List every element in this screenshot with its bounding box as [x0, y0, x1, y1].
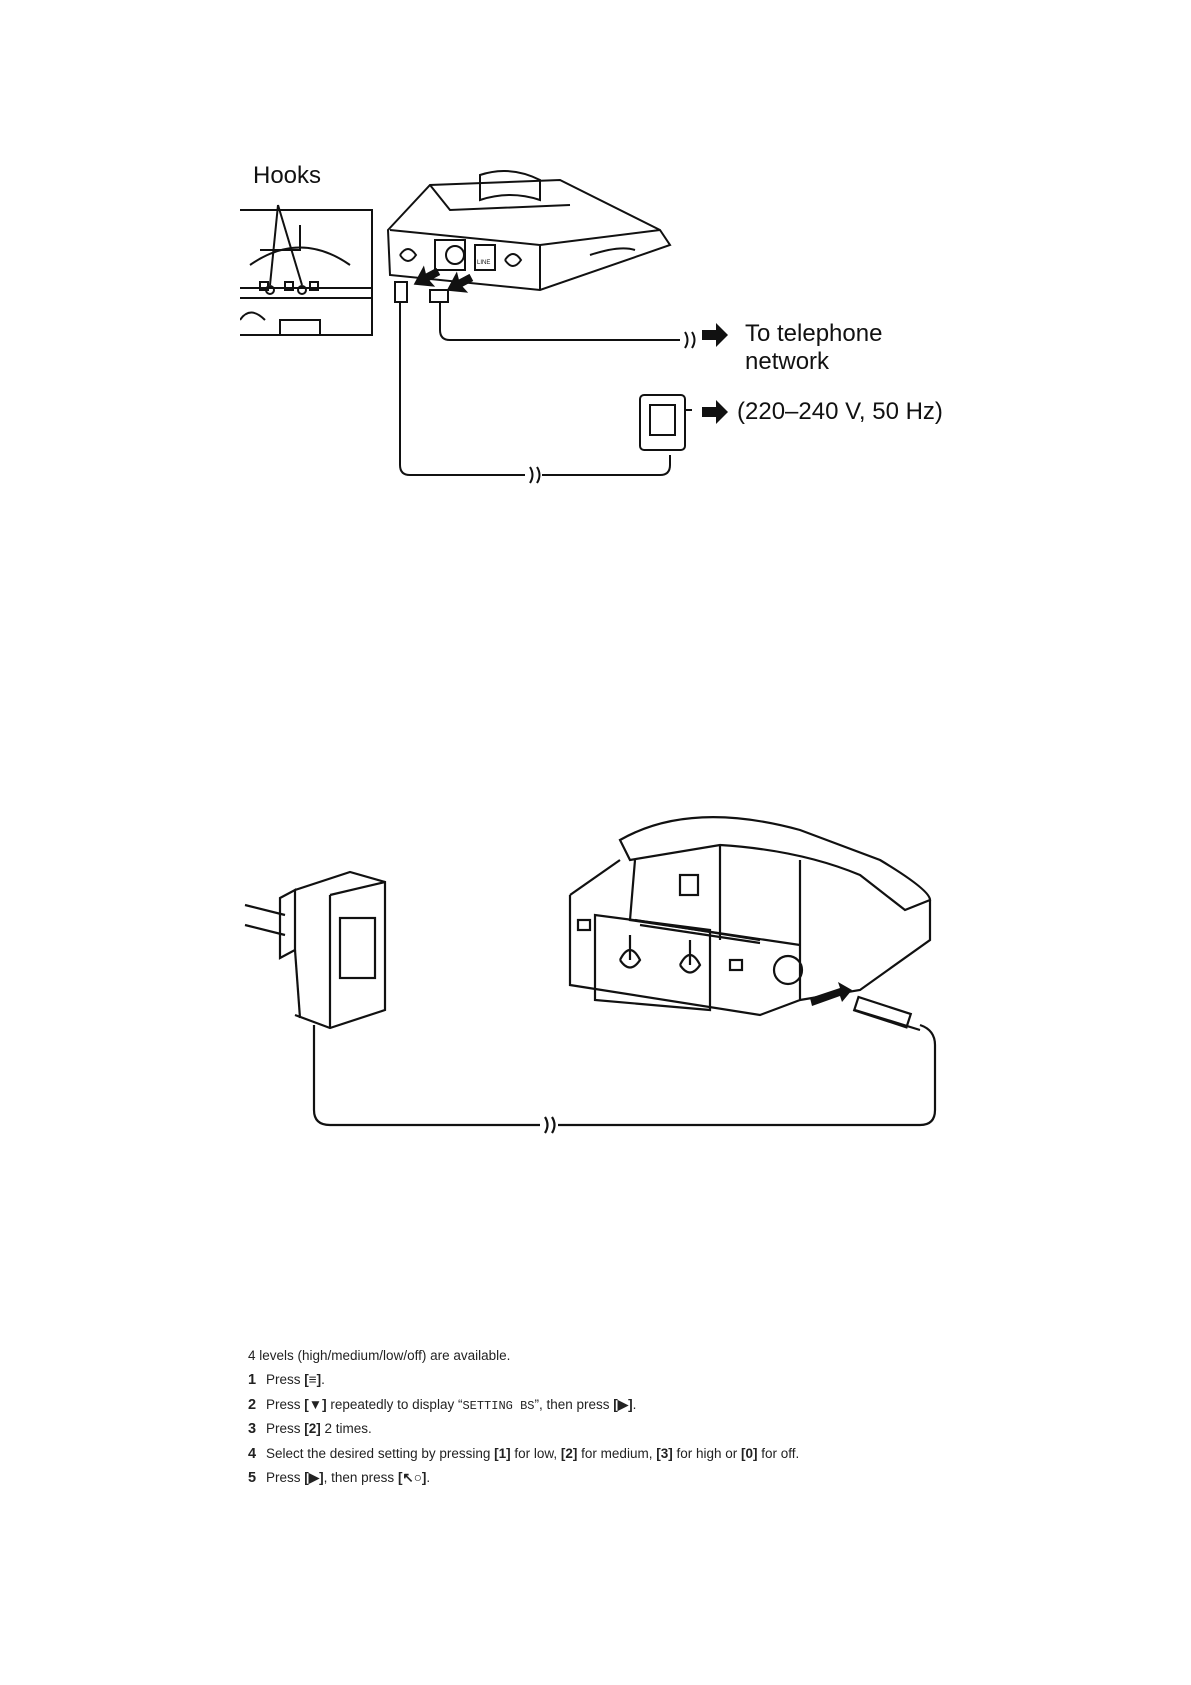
- right-key: [▶]: [304, 1470, 324, 1485]
- connection-diagram-art: LINE: [231, 170, 728, 484]
- adaptor-diagram-art: [244, 816, 937, 1134]
- ringer-volume-instructions: 4 levels (high/medium/low/off) are avail…: [248, 1348, 1068, 1495]
- step-3: 3 Press [2] 2 times.: [248, 1421, 1068, 1437]
- down-key: [▼]: [304, 1396, 327, 1412]
- step-number: 4: [248, 1445, 257, 1462]
- step-number: 2: [248, 1396, 257, 1413]
- line-jack: [474, 244, 496, 271]
- step-number: 3: [248, 1421, 257, 1437]
- step-number: 5: [248, 1470, 257, 1486]
- step-text: Select the desired setting by pressing […: [266, 1445, 800, 1461]
- step-text: Press [▼] repeatedly to display “SETTING…: [266, 1396, 637, 1413]
- right-key: [▶]: [613, 1396, 633, 1412]
- adaptor-diagram: [240, 800, 1020, 1140]
- step-2: 2 Press [▼] repeatedly to display “SETTI…: [248, 1397, 1068, 1413]
- ac-adaptor: [639, 394, 686, 451]
- step-4: 4 Select the desired setting by pressing…: [248, 1446, 1068, 1462]
- instructions-intro: 4 levels (high/medium/low/off) are avail…: [248, 1348, 511, 1363]
- power-rating-label: (220–240 V, 50 Hz): [737, 398, 943, 425]
- step-1: 1 Press [≡].: [248, 1372, 1068, 1388]
- step-5: 5 Press [▶], then press [↖○].: [248, 1470, 1068, 1486]
- line-jack-label: LINE: [477, 260, 490, 266]
- step-text: Press [2] 2 times.: [266, 1421, 372, 1436]
- base-unit: [568, 816, 932, 1017]
- telephone-network-label-line2: network: [745, 348, 830, 375]
- display-text: SETTING BS: [462, 1398, 535, 1413]
- menu-key-icon: ≡: [308, 1372, 317, 1387]
- arrow-right-icon: [702, 323, 728, 424]
- hooks-label: Hooks: [253, 162, 322, 189]
- connection-diagram: LINE Hooks To telephone network (220–240…: [231, 162, 1010, 520]
- step-text: Press [≡].: [266, 1372, 325, 1387]
- step-number: 1: [248, 1372, 257, 1388]
- step-text: Press [▶], then press [↖○].: [266, 1470, 431, 1485]
- phone-off-icon: [↖○]: [397, 1470, 427, 1485]
- telephone-network-label-line1: To telephone: [745, 320, 883, 347]
- ac-adaptor-plug: [244, 870, 387, 1030]
